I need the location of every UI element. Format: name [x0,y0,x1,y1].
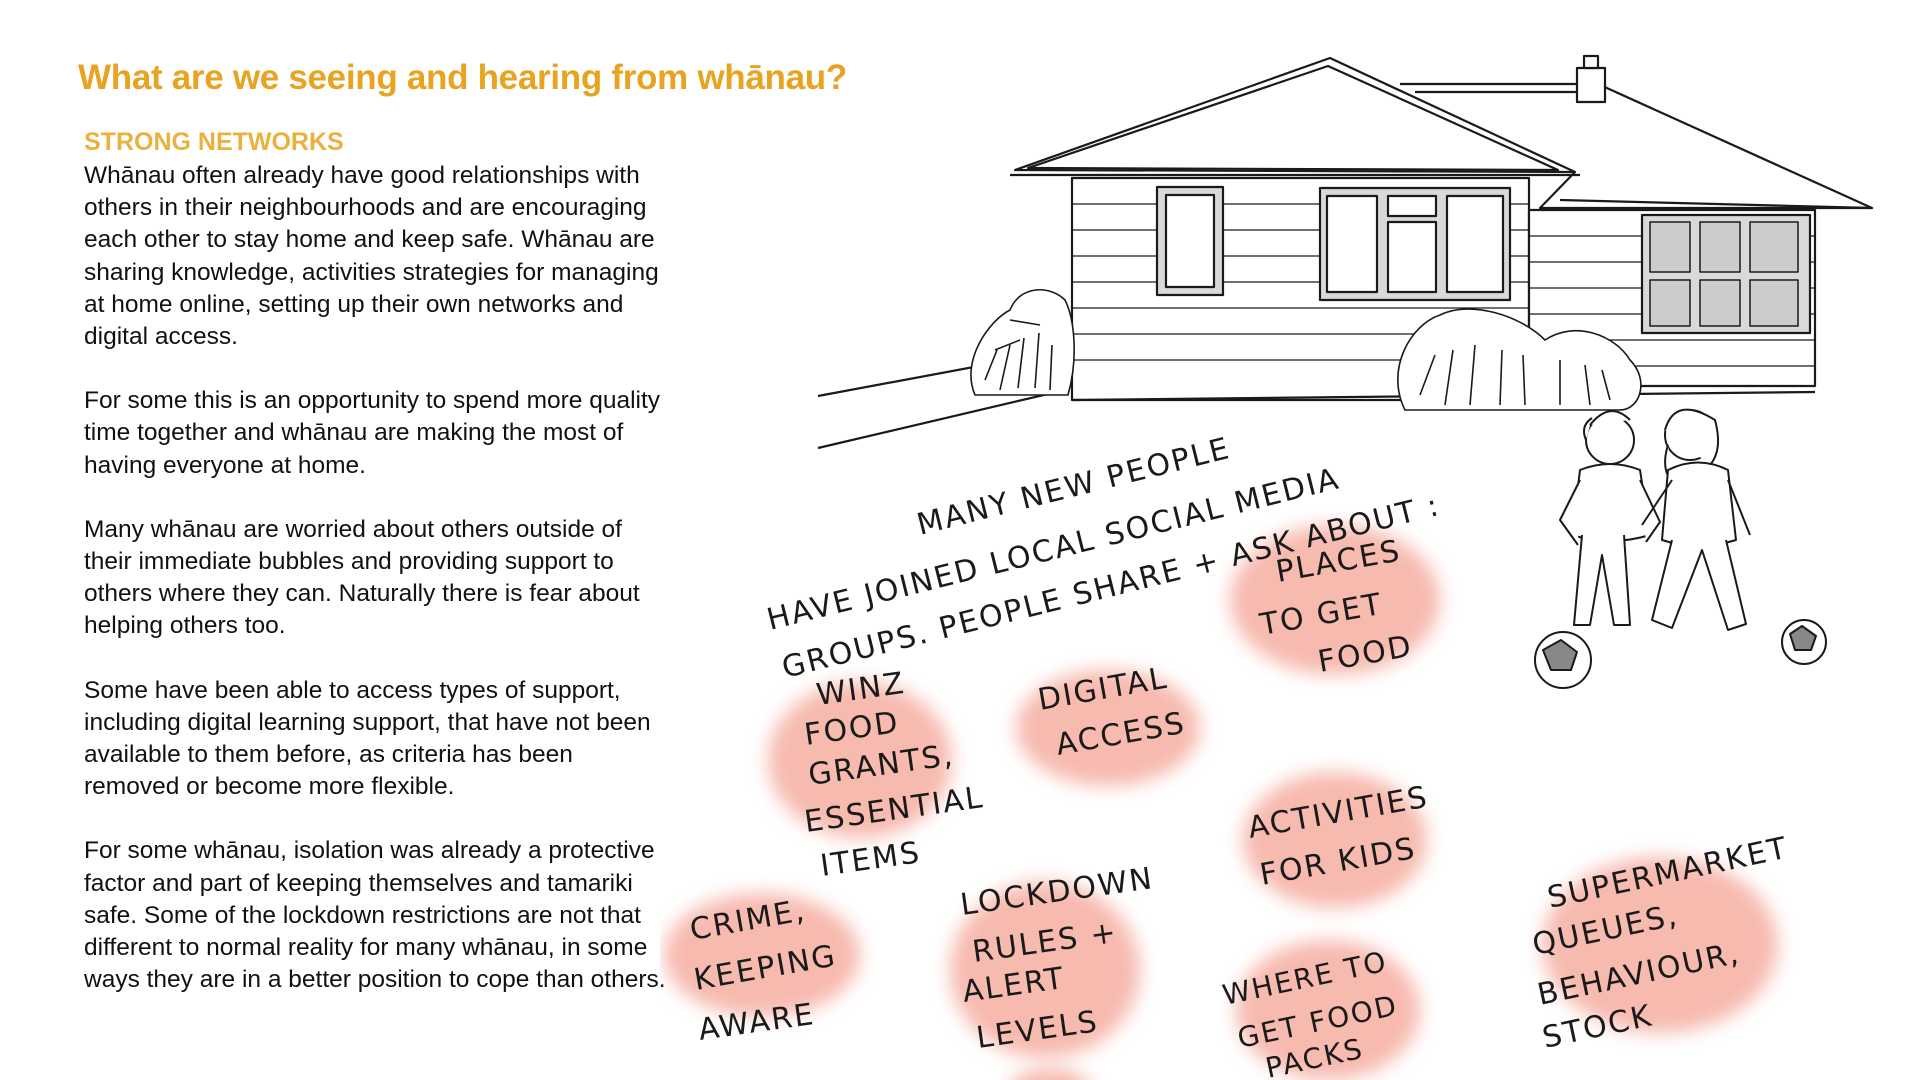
paragraph: Many whānau are worried about others out… [84,515,640,640]
blob-activities [1243,772,1427,908]
house-icon [817,54,1874,450]
section-heading: STRONG NETWORKS [84,128,344,156]
highlight-blobs [664,525,1778,1080]
sketch-illustration: MANY NEW PEOPLE HAVE JOINED LOCAL SOCIAL… [664,54,1874,1080]
page-title: What are we seeing and hearing from whān… [78,58,847,97]
body-text: Whānau often already have good relations… [84,160,674,1028]
blob-places [1230,525,1440,675]
blob-lockdown [950,882,1140,1058]
ball-icon [1781,619,1827,665]
blob-supermarket [1542,857,1778,1033]
blob-digital [1016,670,1200,786]
paragraph: Whānau often already have good relations… [84,162,659,351]
ball-icon [1534,631,1592,689]
paragraph: For some whānau, isolation was already a… [84,837,666,994]
blob-where [1236,940,1420,1080]
blob-bottom [1014,1068,1086,1080]
blob-crime [664,893,860,1017]
children-playing-icon [1534,408,1827,689]
blob-winz [768,682,952,838]
paragraph: For some this is an opportunity to spend… [84,387,661,479]
topic-winz: WINZ FOOD GRANTS, ESSENTIAL ITEMS [802,666,986,884]
topic-line: ITEMS [818,835,923,884]
paragraph: Some have been able to access types of s… [84,676,651,801]
shrub-icon [970,288,1642,411]
